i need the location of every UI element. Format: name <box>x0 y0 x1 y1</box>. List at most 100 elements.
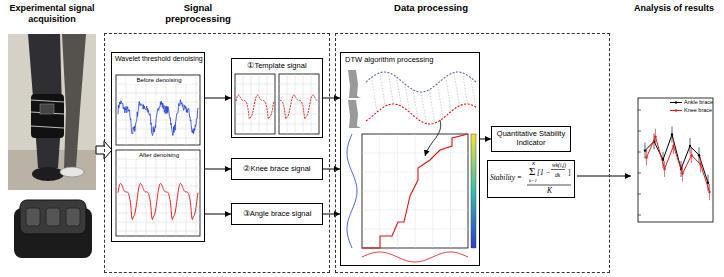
grid-line <box>279 124 319 125</box>
grid-line <box>156 75 157 145</box>
legend-entry: Ankle brace <box>670 100 713 106</box>
warping-link <box>380 73 386 106</box>
error-bar <box>699 147 700 163</box>
grid-line <box>116 102 200 103</box>
legend-line <box>670 102 682 103</box>
data-point <box>699 163 701 165</box>
chart-frame <box>116 75 200 145</box>
section-heading: Data processing <box>391 3 471 14</box>
grid-line <box>116 231 200 232</box>
axis-tick <box>638 110 641 111</box>
formula-term: Σ <box>529 165 535 178</box>
legend-label: Ankle brace <box>684 100 713 106</box>
flow-connector <box>323 169 340 170</box>
grid-line <box>450 134 451 248</box>
warping-link <box>462 73 468 104</box>
sensor-top <box>20 200 86 234</box>
flow-connector <box>323 214 340 215</box>
grid-line <box>235 94 275 95</box>
leg-silhouette <box>348 100 361 128</box>
flow-connector <box>205 98 231 99</box>
flow-arrow <box>577 176 631 177</box>
data-point <box>672 145 674 147</box>
section-heading: Analysis of results <box>632 3 716 14</box>
photo-background <box>8 34 96 190</box>
legend-entry: Knee brace <box>670 108 712 114</box>
box-label: Quantitative Stability Indicator <box>492 130 570 147</box>
data-point <box>671 133 673 135</box>
data-point <box>644 149 646 151</box>
shoe <box>60 167 84 177</box>
grid-line <box>156 150 157 236</box>
formula-box: Stability =KΣk=1[1 −wk(i,j)dk]K <box>487 160 575 198</box>
template-signal <box>280 95 318 119</box>
data-point <box>654 136 656 138</box>
grid-line <box>196 75 197 145</box>
fraction-bar <box>551 169 565 170</box>
warping-link <box>396 77 402 107</box>
sensor-button <box>26 208 40 226</box>
grid-line <box>116 204 200 205</box>
legend-line <box>670 100 682 105</box>
error-bar <box>655 129 656 145</box>
grid-line <box>362 191 468 192</box>
grid-line <box>176 150 177 236</box>
process-box: ①Template signal <box>231 58 323 138</box>
grid-line <box>116 129 200 130</box>
grid-line <box>116 186 200 187</box>
warping-link <box>454 72 460 105</box>
grid-line <box>136 75 137 145</box>
formula-term: k=1 <box>529 178 537 184</box>
error-bar <box>646 150 647 166</box>
side-signal <box>347 134 357 248</box>
bottom-signal <box>362 252 468 262</box>
warping-link <box>429 90 435 124</box>
legend-line <box>670 110 682 111</box>
box-label: ②Knee brace signal <box>232 165 322 174</box>
chart-frame <box>235 74 275 134</box>
warping-link <box>446 77 452 112</box>
grid-line <box>116 93 200 94</box>
chart-frame <box>116 150 200 236</box>
grid-line <box>136 150 137 236</box>
formula-term: ] <box>568 169 571 178</box>
fraction-bar <box>527 185 571 186</box>
grid-line <box>196 150 197 236</box>
grid-line <box>146 150 147 236</box>
section-heading: Signal preprocessing <box>158 3 238 25</box>
grid-line <box>166 150 167 236</box>
process-box: Wavelet threshold denoisingBefore denois… <box>111 52 205 242</box>
chart-frame <box>279 74 319 134</box>
error-bar <box>645 143 646 159</box>
formula-term: [1 − <box>537 169 551 178</box>
error-bar <box>673 138 674 154</box>
legend-marker <box>675 102 677 104</box>
error-bar <box>700 156 701 172</box>
sensor-on-leg <box>40 104 54 114</box>
legend-marker <box>675 110 677 112</box>
axis-tick <box>638 194 641 195</box>
sensor-button <box>66 208 80 226</box>
sequence-curve <box>366 104 476 124</box>
stage-group-box: DTW algorithm processingQuantitative Sta… <box>335 33 610 273</box>
grid-line <box>362 229 468 230</box>
formula-term: dk <box>555 172 560 178</box>
error-bar <box>690 138 691 154</box>
error-bar <box>691 147 692 163</box>
grid-line <box>186 150 187 236</box>
leg-back <box>62 34 86 168</box>
warping-link <box>388 72 394 104</box>
color-bar <box>471 134 476 248</box>
leg-silhouette <box>348 70 361 98</box>
data-point <box>681 172 683 174</box>
denoised-signal <box>118 184 198 220</box>
grid-line <box>116 138 200 139</box>
axis-tick <box>638 173 641 174</box>
data-point <box>689 145 691 147</box>
formula-term: wk(i,j) <box>552 162 566 168</box>
grid-line <box>432 134 433 248</box>
formula-term: K <box>547 187 552 196</box>
data-line <box>645 135 708 183</box>
warping-path <box>362 134 468 248</box>
